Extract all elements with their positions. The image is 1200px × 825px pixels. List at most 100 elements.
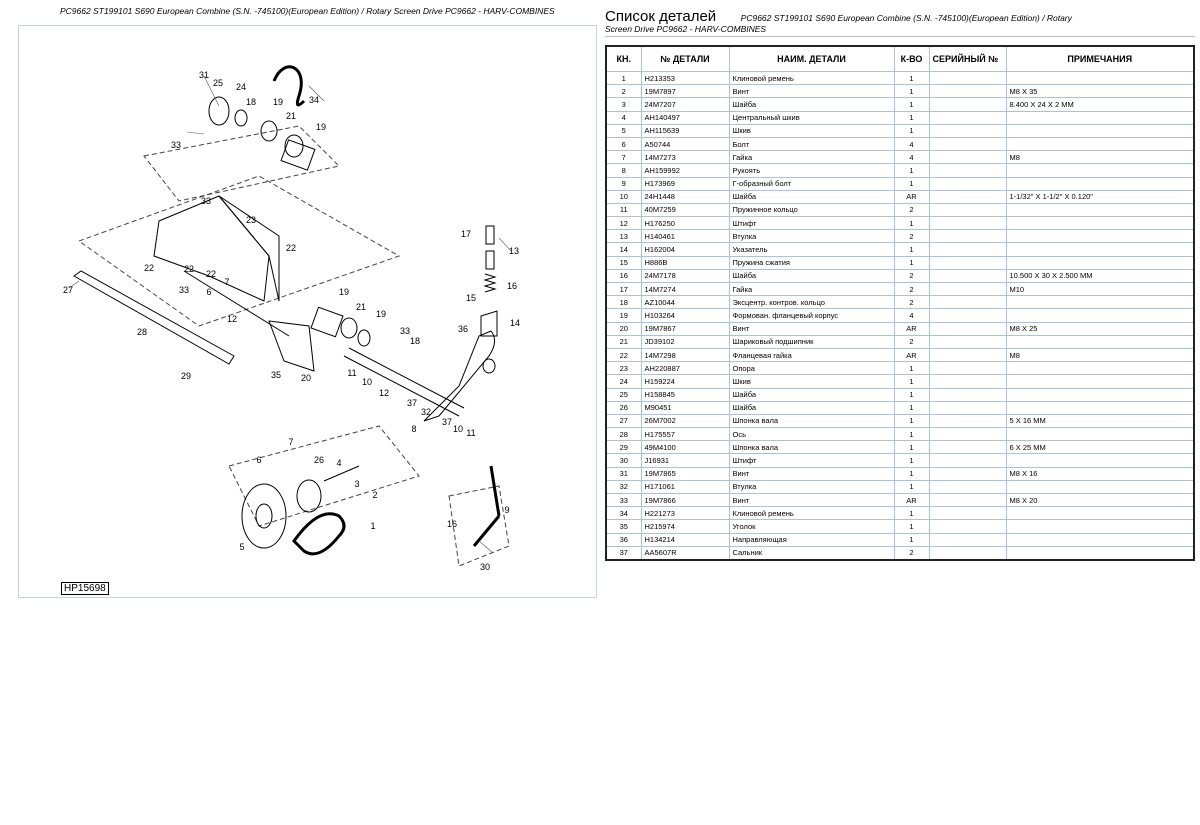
figure-id-label: HP15698 (61, 582, 109, 595)
cell-part-name: Штифт (728, 453, 895, 468)
cell-part-number: AA5607R (640, 545, 730, 561)
cell-row-number: 8 (605, 163, 642, 178)
cell-row-number: 35 (605, 519, 642, 534)
cell-row-number: 36 (605, 532, 642, 547)
cell-part-number: 24H1448 (640, 189, 730, 204)
cell-serial-number (928, 150, 1007, 165)
cell-part-name: Рукоять (728, 163, 895, 178)
callout-label: 27 (62, 285, 74, 295)
cell-part-number: 24M7178 (640, 268, 730, 284)
cell-quantity: 1 (893, 400, 930, 415)
cell-serial-number (928, 413, 1007, 429)
cell-part-name: Формован. фланцевый корпус (728, 308, 895, 323)
upper-pulley-assembly (208, 96, 316, 171)
cell-row-number: 31 (605, 466, 642, 481)
cell-part-name: Винт (728, 321, 895, 336)
cell-part-number: H159224 (640, 374, 730, 389)
callout-label: 29 (180, 371, 192, 381)
callout-label: 1 (370, 521, 376, 531)
cell-notes (1005, 255, 1195, 270)
support-frame (153, 195, 290, 337)
cell-part-name: Пружинное кольцо (728, 202, 895, 218)
callout-label: 5 (239, 542, 245, 552)
cell-notes (1005, 242, 1195, 257)
cell-notes (1005, 229, 1195, 244)
cell-notes (1005, 374, 1195, 389)
cell-part-number: H134214 (640, 532, 730, 547)
callout-label: 14 (509, 318, 521, 328)
cell-part-number: H158845 (640, 387, 730, 402)
callout-label: 20 (300, 373, 312, 383)
callout-label: 26 (313, 455, 325, 465)
col-header-notes: ПРИМЕЧАНИЯ (1005, 45, 1195, 72)
belt-34 (272, 65, 306, 107)
callout-label: 3 (354, 479, 360, 489)
cell-row-number: 26 (605, 400, 642, 415)
cell-notes (1005, 176, 1195, 191)
cell-part-number: 40M7259 (640, 202, 730, 218)
cell-row-number: 7 (605, 150, 642, 165)
cell-quantity: 1 (893, 440, 930, 455)
dashed-groups (77, 125, 510, 567)
cell-part-number: H140461 (640, 229, 730, 244)
cell-part-name: Штифт (728, 216, 895, 231)
cell-quantity: 1 (893, 453, 930, 468)
callout-label: 10 (361, 377, 373, 387)
callout-label: 33 (399, 326, 411, 336)
table-header: КН. № ДЕТАЛИ НАИМ. ДЕТАЛИ К-ВО СЕРИЙНЫЙ … (605, 45, 1195, 72)
cell-notes (1005, 216, 1195, 231)
cell-notes (1005, 202, 1195, 218)
col-header-quantity: К-ВО (893, 45, 930, 72)
cell-notes: 8.400 X 24 X 2 MM (1005, 97, 1195, 112)
cell-notes: 10.500 X 30 X 2.500 MM (1005, 268, 1195, 284)
cell-quantity: 1 (893, 84, 930, 99)
callout-label: 21 (355, 302, 367, 312)
cell-notes (1005, 532, 1195, 547)
cell-notes (1005, 110, 1195, 125)
cell-part-name: Фланцевая гайка (728, 347, 895, 363)
cell-part-number: AZ10044 (640, 295, 730, 310)
callout-label: 12 (226, 314, 238, 324)
cell-row-number: 22 (605, 347, 642, 363)
cell-notes (1005, 545, 1195, 561)
cell-row-number: 9 (605, 176, 642, 191)
cell-serial-number (928, 110, 1007, 125)
cell-serial-number (928, 519, 1007, 534)
cell-serial-number (928, 189, 1007, 204)
callout-label: 21 (285, 111, 297, 121)
cell-part-number: 24M7207 (640, 97, 730, 112)
cell-part-name: Гайка (728, 150, 895, 165)
cell-row-number: 32 (605, 479, 642, 495)
callout-label: 22 (183, 264, 195, 274)
cell-row-number: 20 (605, 321, 642, 336)
cell-serial-number (928, 440, 1007, 455)
bolt-9 (472, 465, 501, 547)
callout-label: 24 (235, 82, 247, 92)
cell-serial-number (928, 466, 1007, 481)
cell-row-number: 13 (605, 229, 642, 244)
callout-label: 8 (411, 424, 417, 434)
cell-serial-number (928, 123, 1007, 138)
cell-quantity: 1 (893, 361, 930, 376)
callout-label: 4 (336, 458, 342, 468)
cell-part-number: H162004 (640, 242, 730, 257)
callout-label: 34 (308, 95, 320, 105)
cell-row-number: 5 (605, 123, 642, 138)
cell-serial-number (928, 70, 1007, 86)
cell-notes (1005, 506, 1195, 521)
cell-notes (1005, 479, 1195, 495)
callout-label: 22 (285, 243, 297, 253)
cell-row-number: 16 (605, 268, 642, 284)
cell-notes: 1-1/32" X 1-1/2" X 0.120" (1005, 189, 1195, 204)
cell-notes: 5 X 16 MM (1005, 413, 1195, 429)
